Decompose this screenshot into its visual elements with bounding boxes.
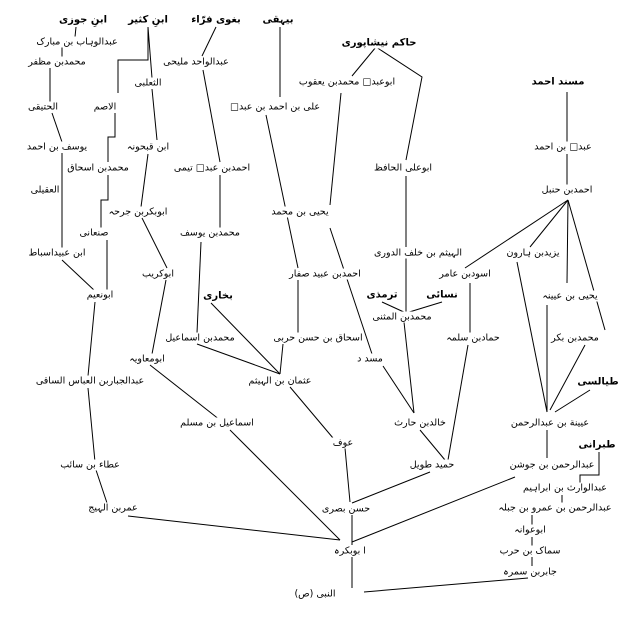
source-musnad-ahmad: مسند احمد	[530, 76, 586, 88]
narrator-node: محمدبن المثنی	[371, 311, 433, 323]
source-nasai: نسائی	[425, 289, 459, 301]
narrator-node: یزیدبن ہارون	[505, 247, 561, 259]
narrator-node: اسماعیل بن مسلم	[179, 417, 255, 429]
narrator-node: حمادبن سلمہ	[445, 332, 501, 344]
narrator-node: ابوعبد□ محمدبن یعقوب	[297, 76, 397, 88]
source-tayalisi: طیالسی	[576, 376, 620, 388]
narrator-node: عبدالجباربن العباس الساقی	[34, 375, 146, 387]
source-tabarani: طبرانی	[577, 439, 617, 451]
source-ibn-jawzi: ابنِ جوزی	[57, 14, 109, 26]
narrator-node: یحیی بن محمد	[270, 206, 330, 218]
narrator-node: احمدبن حنبل	[540, 184, 594, 196]
narrator-node: حسن بصری	[320, 503, 372, 515]
source-ibn-kathir: ابنِ کثیر	[127, 14, 169, 26]
root-prophet-node: النبی (ص)	[293, 588, 337, 600]
source-bukhari: بخاری	[202, 290, 234, 302]
source-hakim: حاکم نیشاپوری	[340, 37, 418, 49]
narrator-node: عبدالوہاب بن مبارک	[35, 36, 119, 48]
narrator-node: ابوعوانہ	[513, 524, 547, 536]
narrator-node: ا بوبکرہ	[333, 545, 367, 557]
narrator-node: صنعانی	[78, 227, 110, 239]
narrator-node: جابربن سمرہ	[502, 566, 558, 578]
narrator-node: اسودبن عامر	[438, 268, 492, 280]
narrator-node: اسحاق بن حسن حربی	[272, 332, 364, 344]
narrator-node: عبدالرحمن بن عمرو بن جبلہ	[497, 502, 613, 514]
narrator-node: ابوبکربن جرحہ	[107, 206, 169, 218]
narrator-node: الثعلبی	[133, 77, 163, 89]
narrator-node: محمدبن اسحاق	[66, 162, 130, 174]
narrator-node: الاصم	[92, 101, 118, 113]
narrator-node: عوف	[331, 437, 355, 449]
narrator-node: محمدبن مظفر	[27, 56, 87, 68]
narrator-node: عبد□ بن احمد	[533, 141, 593, 153]
narrator-node: یوسف بن احمد	[25, 141, 89, 153]
narrator-node: ابن عبیداسباط	[27, 247, 87, 259]
narrator-node: عیینة بن عبدالرحمن	[509, 417, 591, 429]
narrator-node: مسد د	[356, 353, 384, 365]
narrator-node: عثمان بن الہیثم	[247, 375, 313, 387]
source-tirmidhi: ترمذی	[365, 289, 399, 301]
narrator-node: عبدالواحد ملیحی	[162, 56, 230, 68]
narrator-node: سماک بن حرب	[498, 545, 562, 557]
narrator-node: محمدبن یوسف	[179, 227, 241, 239]
narrator-node: خالدبن حارث	[393, 417, 447, 429]
narrator-node: یحیی بن عیینہ	[541, 290, 599, 302]
narrator-node: عبدالوارث بن ابراہیم	[522, 482, 608, 494]
narrator-node: العقیلی	[29, 184, 61, 196]
narrator-node: احمدبن عبید صفار	[288, 268, 362, 280]
narrator-node: ابن قبحونہ	[125, 141, 171, 153]
narrator-node: الحتیقی	[26, 101, 60, 113]
narrator-node: عمربن الہیج	[87, 502, 139, 514]
narrator-node: احمدبن عبد□ تیمی	[172, 162, 252, 174]
source-bayhaqi: بیہقی	[261, 14, 295, 26]
narrator-node: ابوکریب	[141, 268, 175, 280]
narrator-node: عبدالرحمن بن جوشن	[508, 459, 596, 471]
narrator-node: الہیثم بن خلف الدوری	[372, 247, 464, 259]
source-baghawi: بغوی فرّاء	[190, 14, 242, 26]
narrator-node: محمدبن بکر	[550, 332, 600, 344]
narrator-node: عطاء بن سائب	[59, 459, 121, 471]
narrator-node: علی بن احمد بن عبد□	[228, 101, 322, 113]
narrator-node: ابونعیم	[85, 289, 115, 301]
narrator-node: ابوعلی الحافظ	[372, 162, 434, 174]
narrator-node: ابومعاویہ	[128, 353, 166, 365]
narrator-node: حمید طویل	[408, 459, 456, 471]
narrator-node: محمدبن اسماعیل	[164, 332, 236, 344]
